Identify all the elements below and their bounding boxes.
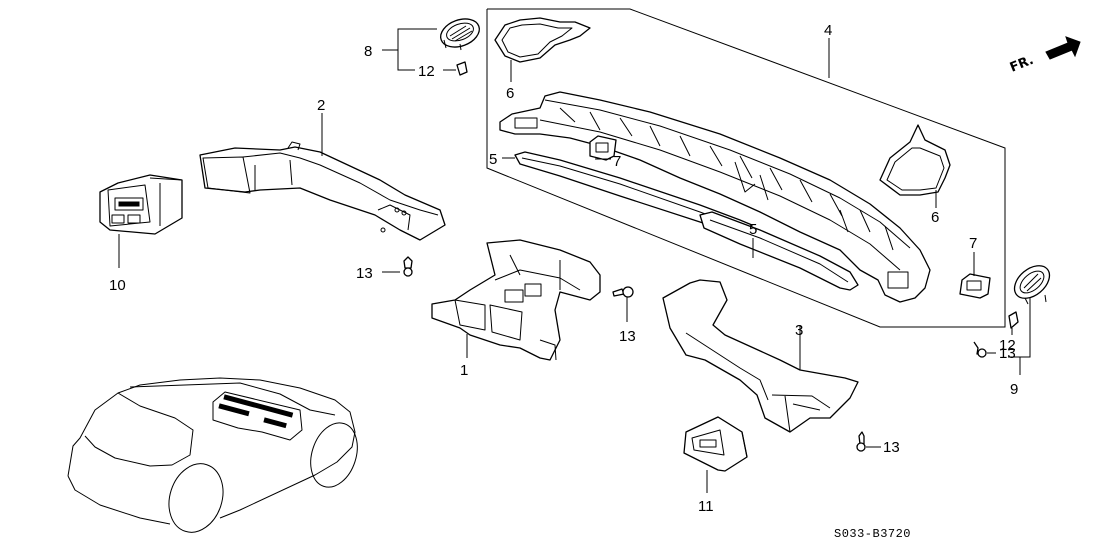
- drawing-code: S033-B3720: [834, 527, 911, 541]
- seal-6-left: [494, 17, 591, 82]
- callout-10: 10: [109, 277, 126, 294]
- air-outlet-10: [99, 174, 183, 268]
- callout-7-left: 7: [613, 153, 621, 170]
- callout-12-top: 12: [418, 63, 435, 80]
- callout-6-right: 6: [931, 209, 939, 226]
- callout-12-right: 12: [999, 337, 1016, 354]
- grille-7-left: [589, 135, 617, 161]
- callout-5-right: 5: [749, 221, 757, 238]
- grille-7-right: [959, 273, 991, 299]
- screw-13-a: [382, 256, 413, 277]
- side-duct-3: [662, 279, 859, 433]
- callout-13-b: 13: [619, 328, 636, 345]
- center-duct-1: [431, 239, 601, 361]
- callout-13-d: 13: [883, 439, 900, 456]
- callout-5-left: 5: [489, 151, 497, 168]
- callout-4: 4: [824, 22, 832, 39]
- callout-2: 2: [317, 97, 325, 114]
- screw-13-b: [612, 286, 634, 322]
- callout-13-c: 13: [999, 345, 1016, 362]
- defroster-vent-8: [382, 18, 480, 76]
- callout-11: 11: [698, 498, 714, 515]
- screw-13-d: [856, 431, 881, 452]
- defroster-vent-9: [1008, 265, 1051, 375]
- seal-6-right: [879, 124, 951, 208]
- screw-13-c: [973, 341, 996, 358]
- callout-9: 9: [1010, 381, 1018, 398]
- air-outlet-11: [683, 416, 748, 493]
- seal-5-right: [699, 211, 859, 291]
- callout-8: 8: [364, 43, 372, 60]
- callout-7-right: 7: [969, 235, 977, 252]
- callout-6-left: 6: [506, 85, 514, 102]
- side-duct-2: [199, 113, 446, 241]
- front-direction-arrow: FR.: [1008, 36, 1081, 76]
- vehicle-location-illustration: [67, 377, 358, 533]
- callout-1: 1: [460, 362, 468, 379]
- callout-3: 3: [795, 322, 803, 339]
- assembly-frame-4: [486, 8, 1006, 328]
- direction-label: FR.: [1008, 53, 1036, 76]
- callout-13-a: 13: [356, 265, 373, 282]
- callout-labels: 1 2 3 4 5 5 6 6 7 7 8 9 10 11 12 12 13 1…: [109, 22, 1018, 515]
